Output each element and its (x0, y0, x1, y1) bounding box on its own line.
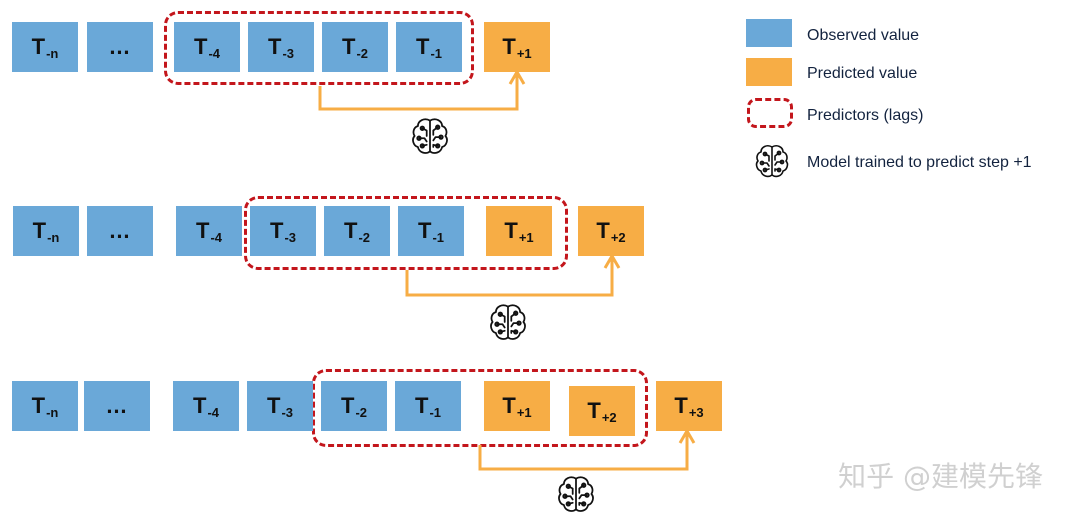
box-label: T (269, 218, 284, 243)
box-subscript: +3 (688, 404, 704, 420)
legend-observed-label: Observed value (807, 27, 920, 44)
box-subscript: +2 (610, 229, 626, 245)
arrow-head (603, 253, 621, 269)
box-label: T (192, 393, 207, 418)
predictors-lag-frame (244, 196, 568, 270)
box-label: T (417, 218, 432, 243)
legend-predicted-label: Predicted value (807, 65, 918, 82)
observed-value-box: … (87, 206, 153, 256)
legend-lags-label: Predictors (lags) (807, 107, 924, 124)
box-label: T (267, 34, 282, 59)
observed-value-box: T-3 (250, 206, 316, 256)
watermark: 知乎 @建模先锋 (838, 460, 1043, 493)
observed-value-box: T-2 (321, 381, 387, 431)
box-label: T (502, 393, 516, 418)
observed-value-box: T-n (12, 22, 78, 72)
box-label: T (193, 34, 208, 59)
observed-value-box: T-2 (322, 22, 388, 72)
box-label: T (587, 398, 601, 423)
legend-observed-swatch (746, 19, 792, 47)
box-subscript: -1 (432, 229, 444, 245)
predicted-value-box: T+1 (484, 381, 550, 431)
box-label: T (31, 393, 46, 418)
box-subscript: -4 (210, 229, 222, 245)
box-label: T (195, 218, 210, 243)
legend-model-label: Model trained to predict step +1 (807, 154, 1032, 171)
observed-value-box: … (87, 22, 153, 72)
box-label: … (105, 393, 129, 418)
box-label: T (31, 34, 46, 59)
box-label: … (108, 34, 132, 59)
box-label: T (343, 218, 358, 243)
box-subscript: -3 (284, 229, 296, 245)
observed-value-box: T-1 (398, 206, 464, 256)
box-subscript: -4 (208, 45, 220, 61)
box-subscript: -3 (282, 45, 294, 61)
box-label: … (108, 218, 132, 243)
brain-circuit-icon (490, 304, 526, 340)
box-subscript: -1 (430, 45, 442, 61)
box-subscript: -n (46, 404, 59, 420)
observed-value-box: T-n (12, 381, 78, 431)
legend-lags-swatch (747, 98, 793, 128)
box-label: T (674, 393, 688, 418)
observed-value-box: T-1 (396, 22, 462, 72)
observed-value-box: T-4 (176, 206, 242, 256)
box-label: T (504, 218, 518, 243)
box-label: T (502, 34, 516, 59)
box-subscript: -2 (355, 404, 367, 420)
box-label: T (415, 34, 430, 59)
arrow-line (318, 74, 519, 111)
box-label: T (340, 393, 355, 418)
predicted-value-box: T+1 (484, 22, 550, 72)
observed-value-box: T-3 (247, 381, 313, 431)
arrow-head (678, 428, 696, 444)
observed-value-box: T-3 (248, 22, 314, 72)
box-subscript: -n (47, 229, 60, 245)
arrow-line (478, 433, 689, 471)
box-label: T (341, 34, 356, 59)
box-subscript: +1 (518, 229, 534, 245)
box-label: T (596, 218, 610, 243)
arrow-line (405, 258, 614, 297)
box-label: T (32, 218, 47, 243)
box-subscript: -n (46, 45, 59, 61)
observed-value-box: T-n (13, 206, 79, 256)
observed-value-box: T-4 (173, 381, 239, 431)
brain-circuit-icon (558, 476, 594, 512)
box-subscript: +1 (516, 404, 532, 420)
box-subscript: +1 (516, 45, 532, 61)
arrow-head (508, 69, 526, 85)
predicted-value-box: T+3 (656, 381, 722, 431)
predicted-value-box: T+2 (569, 386, 635, 436)
observed-value-box: T-1 (395, 381, 461, 431)
box-subscript: -1 (429, 404, 441, 420)
predictors-lag-frame (164, 11, 474, 85)
box-label: T (266, 393, 281, 418)
legend-predicted-swatch (746, 58, 792, 86)
predicted-value-box: T+2 (578, 206, 644, 256)
box-subscript: -3 (281, 404, 293, 420)
box-label: T (414, 393, 429, 418)
observed-value-box: … (84, 381, 150, 431)
predicted-value-box: T+1 (486, 206, 552, 256)
box-subscript: -2 (358, 229, 370, 245)
box-subscript: -2 (356, 45, 368, 61)
brain-circuit-icon (412, 118, 448, 154)
observed-value-box: T-2 (324, 206, 390, 256)
observed-value-box: T-4 (174, 22, 240, 72)
box-subscript: -4 (207, 404, 219, 420)
box-subscript: +2 (601, 409, 617, 425)
legend-brain-circuit-icon (755, 145, 789, 178)
